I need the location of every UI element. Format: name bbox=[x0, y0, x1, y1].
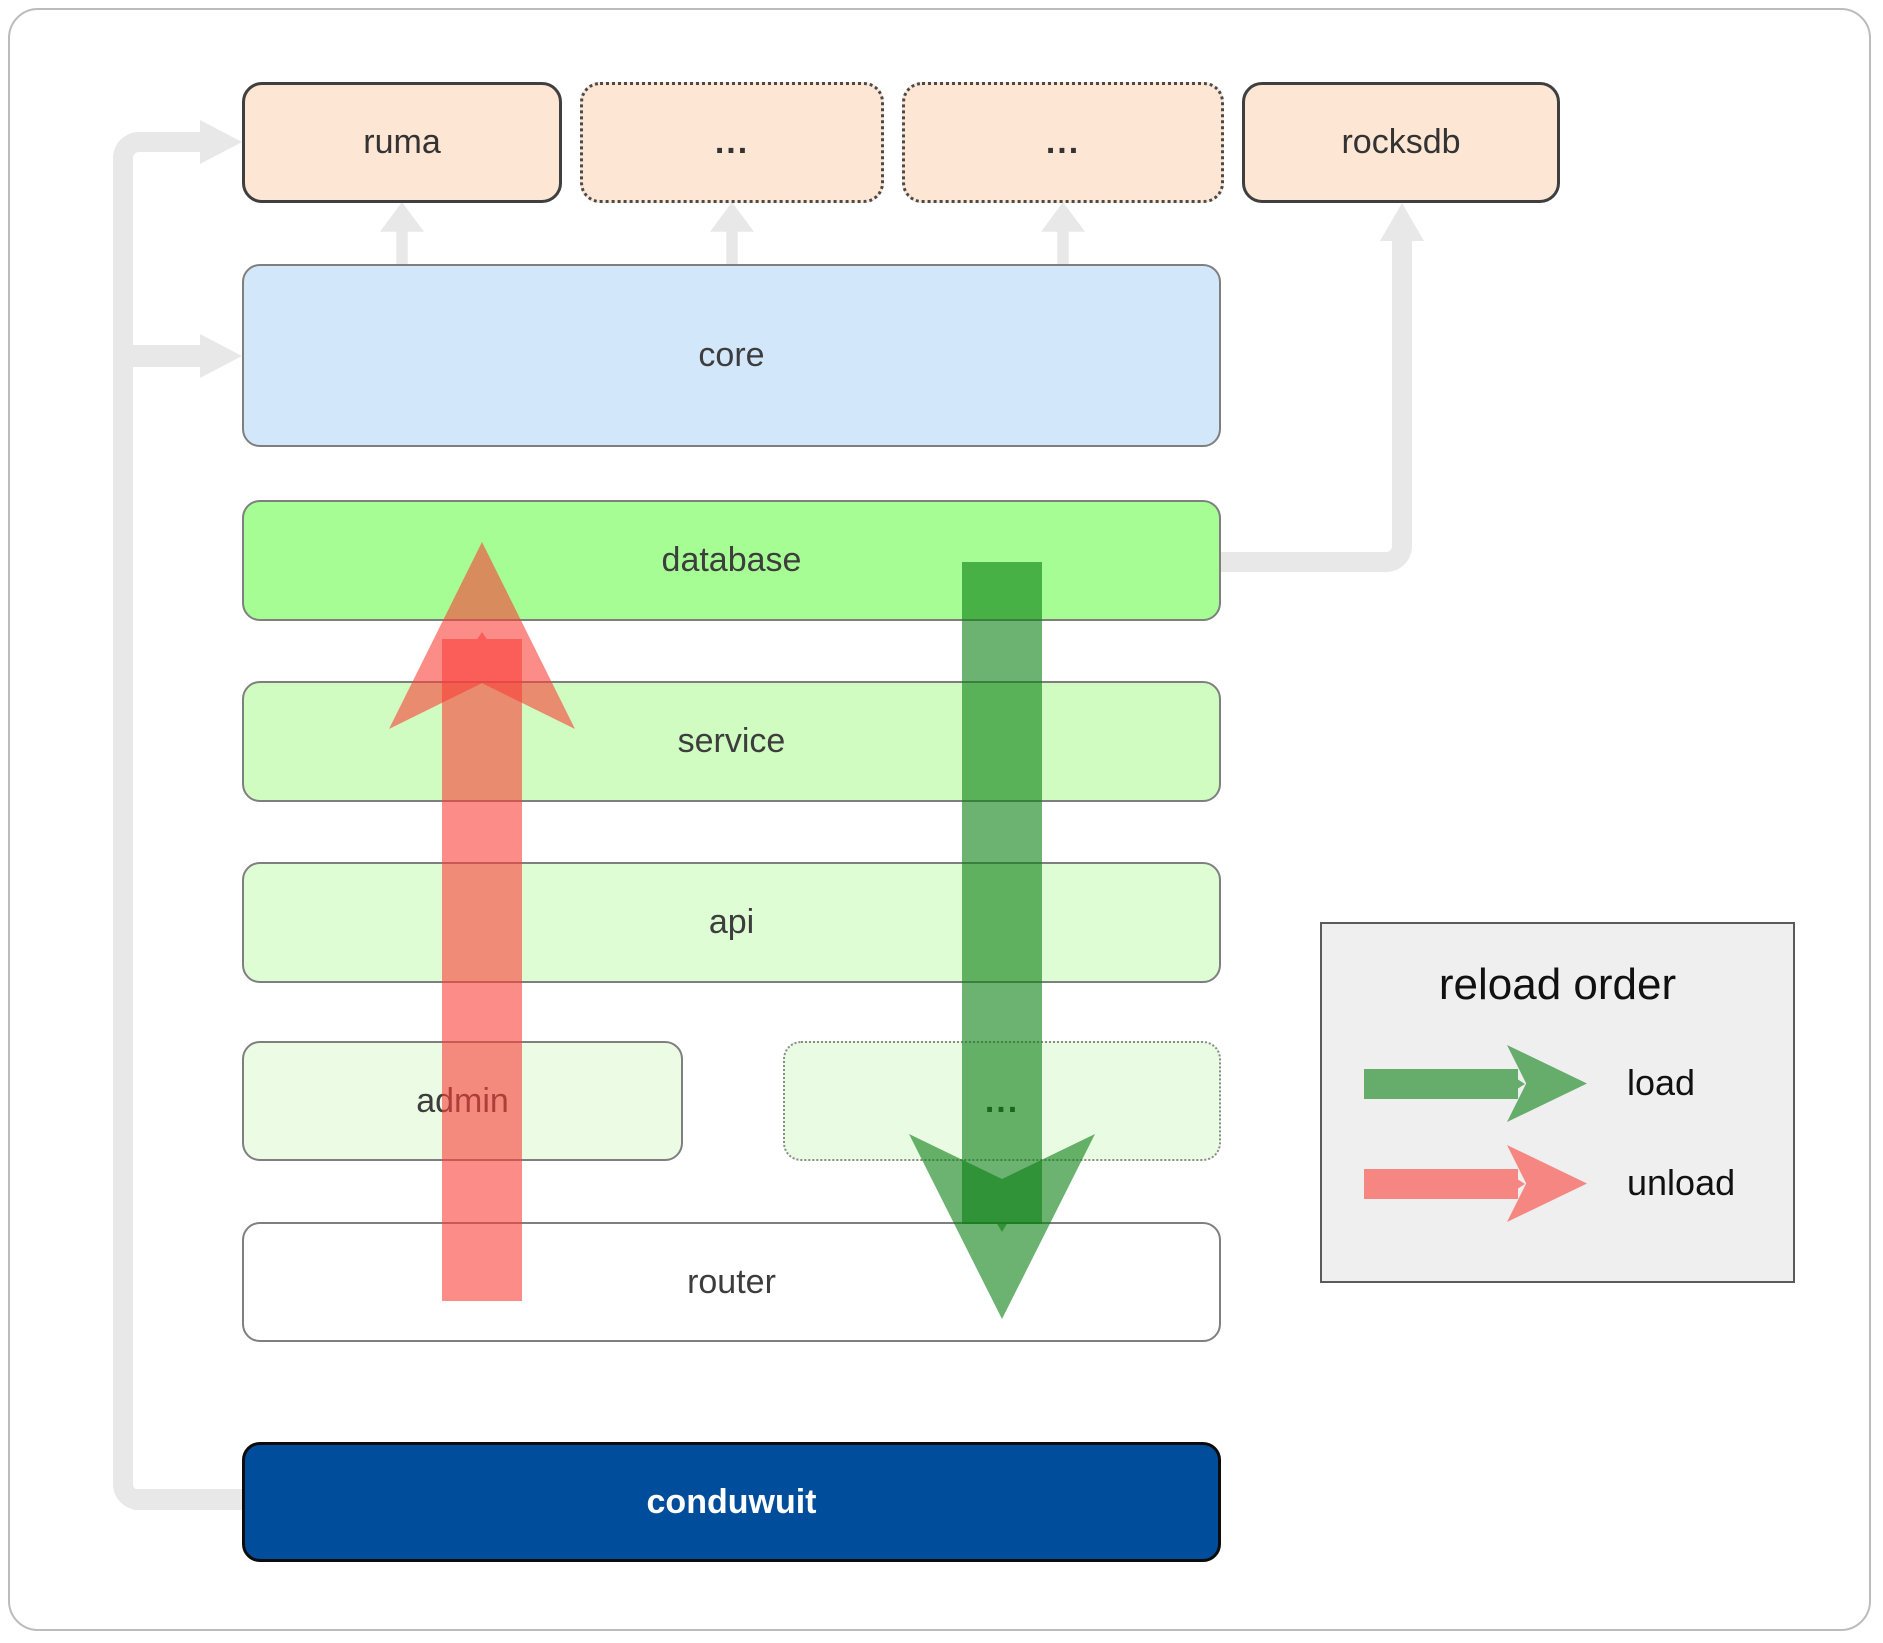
legend-unload-arrow-icon bbox=[1364, 1169, 1525, 1199]
connector-conduwuit-spine bbox=[113, 132, 206, 1510]
node-ruma: ruma bbox=[242, 82, 562, 203]
node-api-label: api bbox=[708, 903, 755, 941]
node-service: service bbox=[242, 681, 1221, 802]
node-database: database bbox=[242, 500, 1221, 621]
legend-unload-label: unload bbox=[1627, 1162, 1736, 1203]
node-core: core bbox=[242, 264, 1221, 447]
node-conduwuit-label: conduwuit bbox=[646, 1482, 817, 1521]
legend-reload-order: reload order load unload bbox=[1320, 922, 1795, 1283]
node-router-label: router bbox=[687, 1262, 776, 1301]
node-ext-top-2: ... bbox=[902, 82, 1224, 203]
connector-database-to-rocksdb bbox=[1221, 240, 1412, 572]
legend-load-arrow-icon bbox=[1364, 1069, 1525, 1099]
unload-arrow-shaft bbox=[442, 632, 522, 1301]
node-core-label: core bbox=[698, 336, 765, 374]
legend-title: reload order bbox=[1438, 960, 1677, 1009]
node-ext-top-1-label: ... bbox=[714, 123, 750, 161]
node-router: router bbox=[242, 1222, 1221, 1342]
load-arrow-shaft bbox=[962, 562, 1042, 1232]
node-ext-top-2-label: ... bbox=[1045, 123, 1081, 161]
connector-conduwuit-horizontal bbox=[133, 1489, 243, 1510]
node-ruma-label: ruma bbox=[363, 123, 441, 161]
node-rocksdb: rocksdb bbox=[1242, 82, 1560, 203]
legend-load-label: load bbox=[1627, 1062, 1696, 1103]
node-ext-top-1: ... bbox=[580, 82, 884, 203]
node-rocksdb-label: rocksdb bbox=[1341, 123, 1461, 161]
node-api: api bbox=[242, 862, 1221, 983]
diagram-frame bbox=[8, 8, 1871, 1631]
node-database-label: database bbox=[661, 541, 802, 579]
node-service-label: service bbox=[677, 722, 786, 760]
node-conduwuit: conduwuit bbox=[242, 1442, 1221, 1562]
